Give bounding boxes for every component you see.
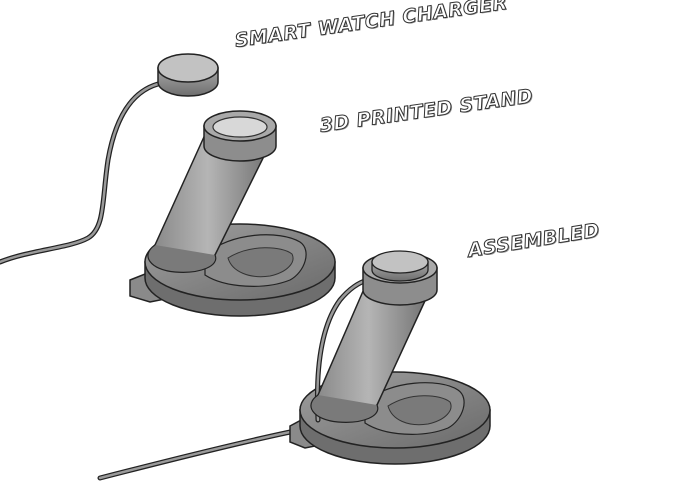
watch-charger bbox=[0, 53, 219, 265]
charger-cable bbox=[0, 81, 161, 265]
charger-puck-top bbox=[157, 53, 219, 83]
assembled-puck bbox=[371, 250, 429, 274]
printed-stand bbox=[129, 110, 336, 317]
assembled-unit bbox=[97, 250, 491, 481]
